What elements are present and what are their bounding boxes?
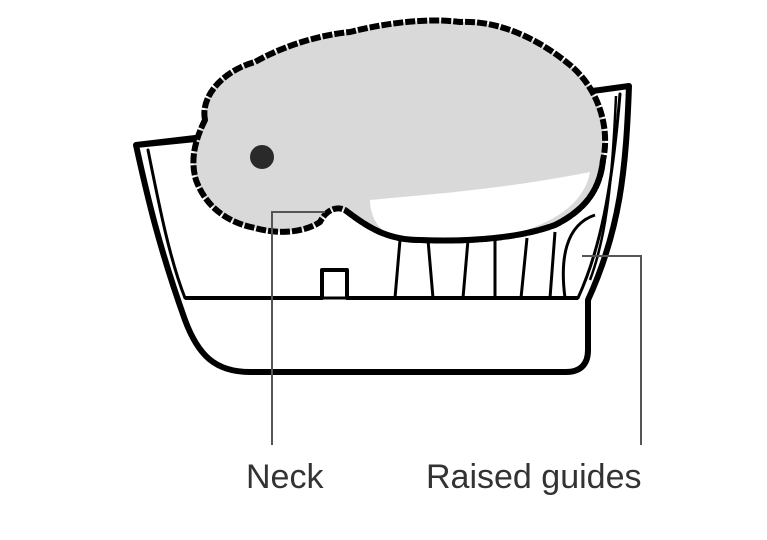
callout-lines (271, 211, 642, 445)
neck-callout-line (271, 211, 325, 445)
raised-guides-label: Raised guides (426, 458, 642, 496)
raised-guide-shape (561, 213, 596, 299)
bristles (393, 231, 557, 299)
brush-pad (190, 17, 609, 244)
raised-guides-callout-line (582, 255, 642, 445)
tray-floor (185, 268, 578, 300)
pad-dot (250, 145, 274, 169)
neck-label: Neck (246, 458, 324, 496)
